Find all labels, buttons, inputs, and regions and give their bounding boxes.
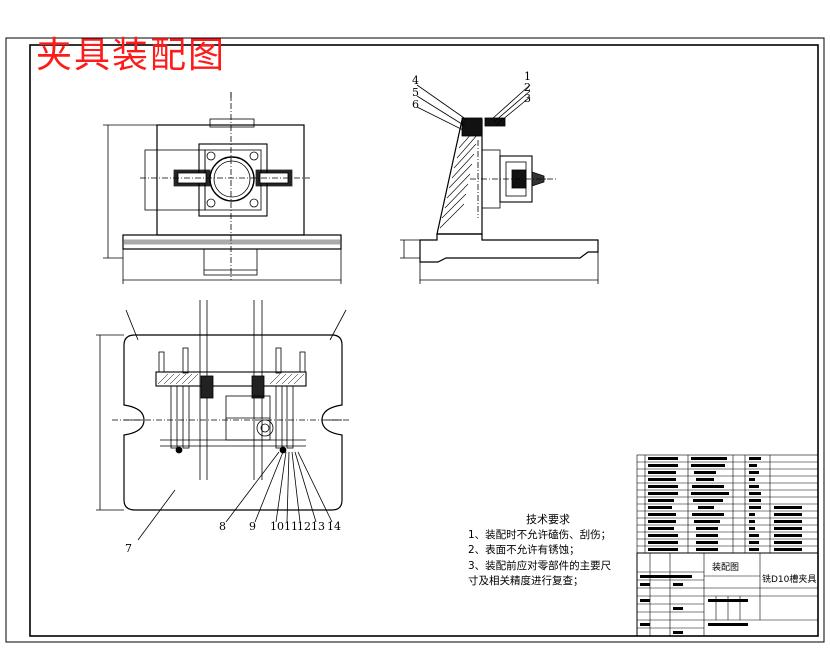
- drawing-title: 夹具装配图: [36, 35, 227, 76]
- tech-req-heading: 技术要求: [526, 513, 570, 526]
- tech-req-line: 寸及相关精度进行复查；: [468, 575, 584, 587]
- inner-border: [29, 44, 819, 637]
- title-block-small-text: [640, 575, 748, 634]
- plan-view: [96, 300, 350, 541]
- balloon-4: 4: [412, 74, 419, 87]
- balloon-5: 5: [412, 86, 419, 99]
- part-name: 铣D10槽夹具: [762, 573, 816, 585]
- drawing-name: 装配图: [712, 561, 739, 573]
- side-view: [400, 84, 599, 284]
- title-block: [636, 552, 819, 637]
- balloon-7: 7: [125, 542, 132, 555]
- balloon-6: 6: [412, 98, 419, 111]
- tech-req-line: 3、装配前应对零部件的主要尺: [468, 559, 612, 572]
- balloon-10: 10: [270, 520, 284, 533]
- balloon-8: 8: [219, 520, 226, 533]
- balloon-14: 14: [327, 520, 341, 533]
- balloon-2: 2: [524, 81, 531, 94]
- technical-requirements: 技术要求 1、装配时不允许磕伤、刮伤； 2、表面不允许有锈蚀； 3、装配前应对零…: [468, 512, 628, 590]
- front-view: [103, 92, 342, 284]
- balloon-12: 12: [297, 520, 311, 533]
- balloon-1: 1: [524, 70, 531, 83]
- balloon-3: 3: [524, 92, 531, 105]
- balloon-13: 13: [311, 520, 325, 533]
- outer-border: [5, 37, 825, 643]
- balloon-9: 9: [249, 520, 256, 533]
- parts-list-text: [648, 457, 802, 551]
- tech-req-line: 2、表面不允许有锈蚀；: [468, 544, 580, 556]
- balloon-11: 11: [284, 520, 298, 533]
- tech-req-line: 1、装配时不允许磕伤、刮伤；: [468, 528, 612, 541]
- parts-list: [636, 454, 819, 554]
